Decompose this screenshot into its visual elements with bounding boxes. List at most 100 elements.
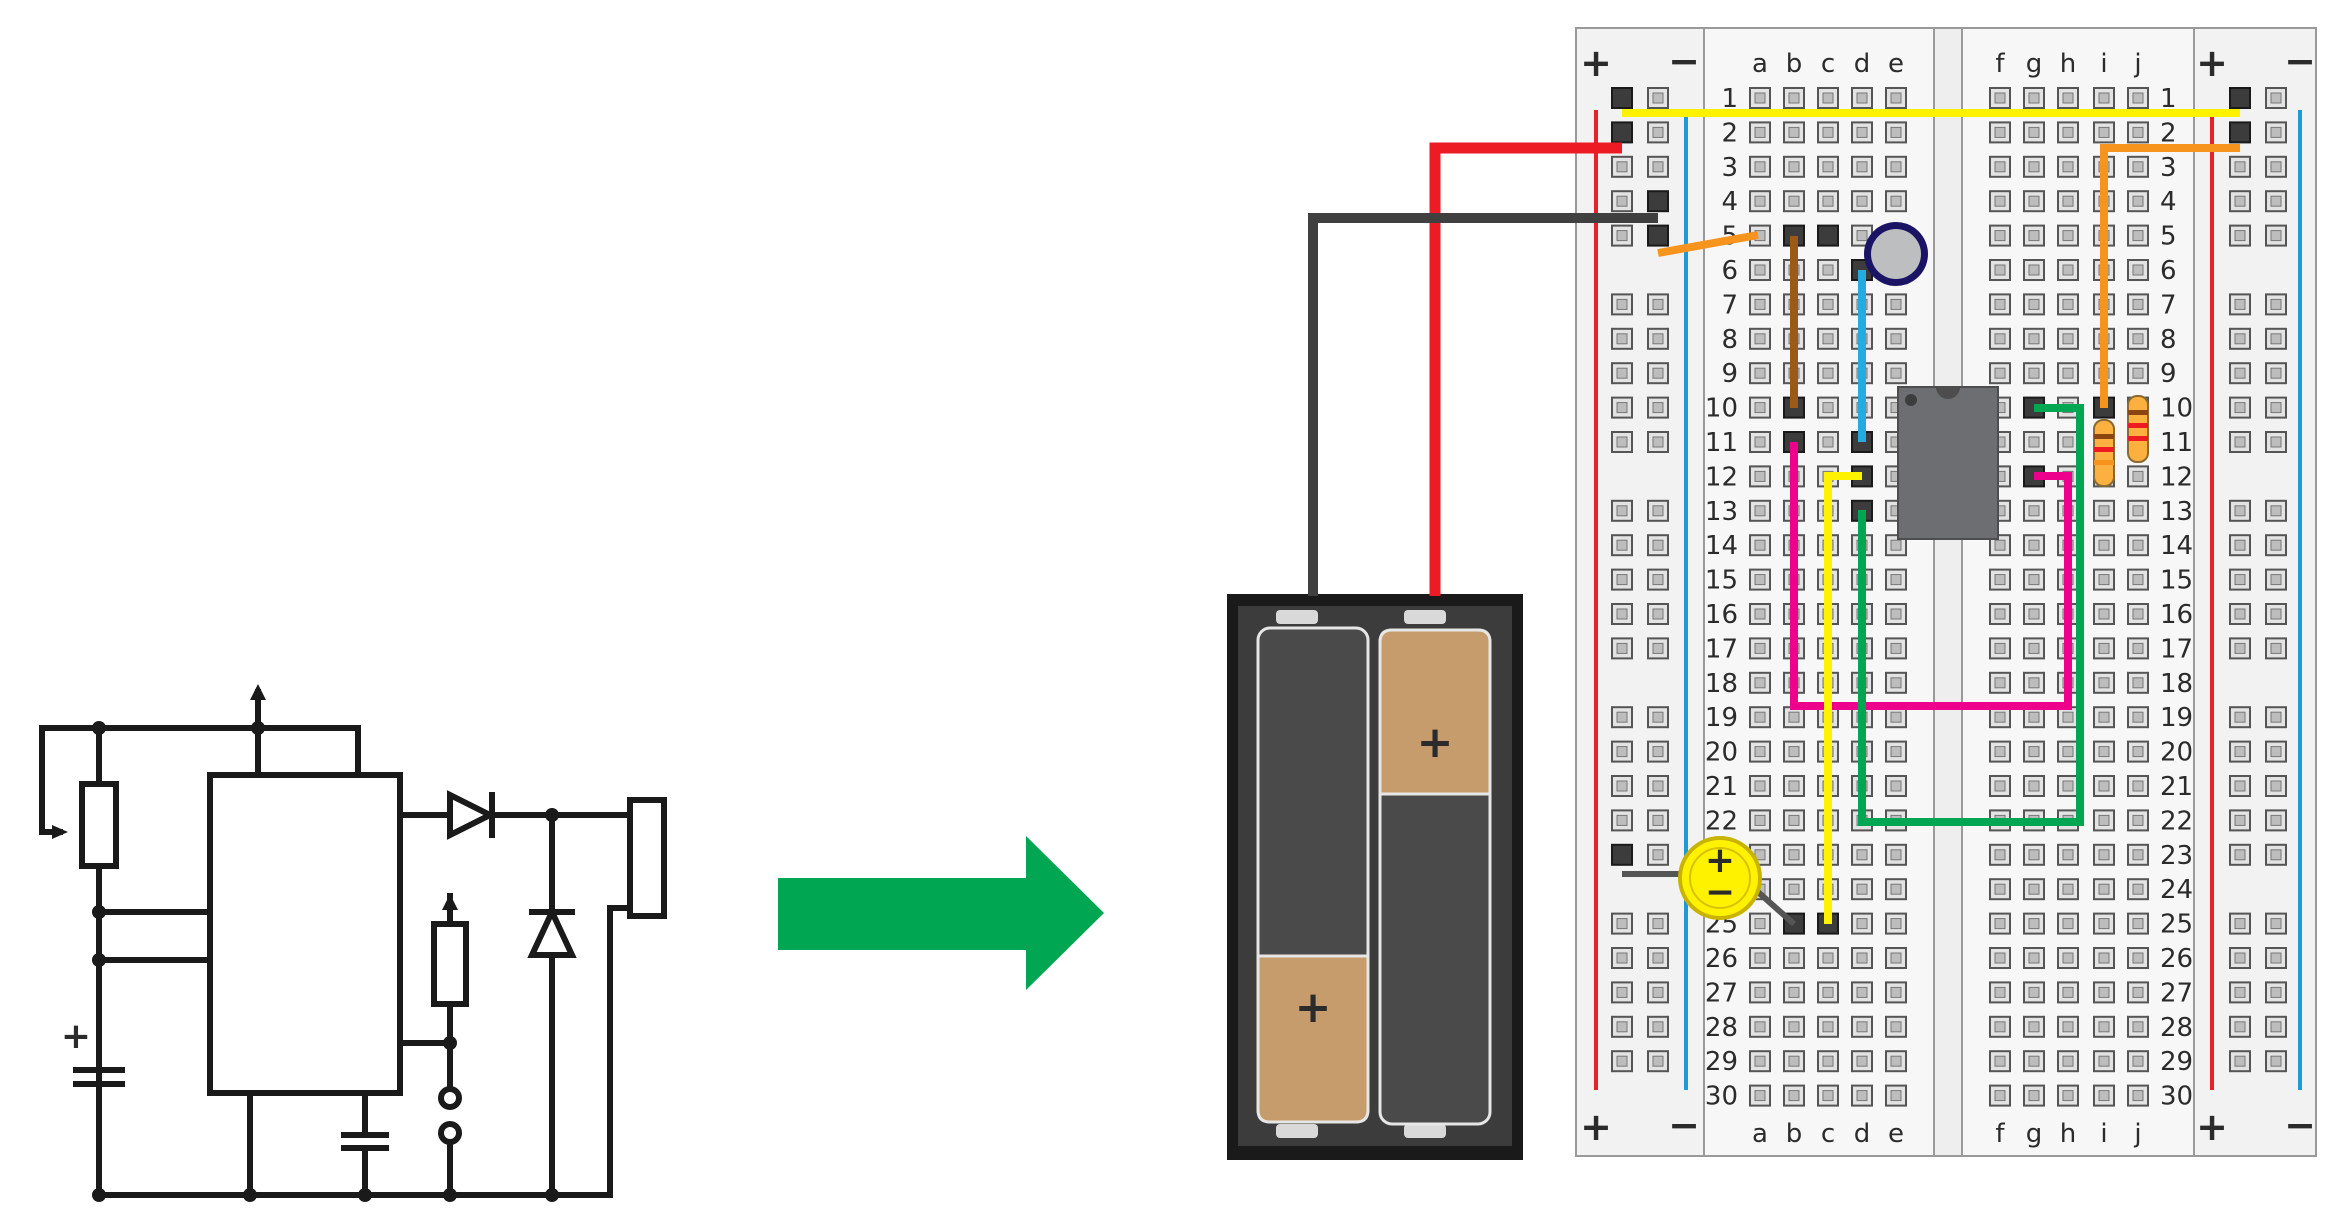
hole-g5 [2023,224,2045,247]
hole-g11 [2023,431,2045,453]
rail-hole-1-29 [1647,1050,1669,1073]
hole-j4 [2127,190,2149,213]
rail-hole-2-19 [2229,706,2251,729]
rail-hole-3-10 [2265,396,2287,419]
hole-a28 [1749,1015,1771,1038]
hole-d28 [1851,1015,1873,1038]
hole-d4 [1851,190,1873,213]
rail-hole-3-26 [2265,947,2287,969]
col-label-top-b: b [1786,49,1803,79]
hole-e30 [1885,1084,1907,1107]
rail-hole-3-9 [2265,362,2287,385]
hole-e9 [1885,362,1907,385]
hole-c5 [1817,224,1839,247]
rail-hole-2-7 [2229,293,2251,316]
hole-e17 [1885,637,1907,660]
row-label-right-5: 5 [2160,222,2177,252]
hole-g1 [2023,87,2045,109]
hole-g2 [2023,121,2045,144]
hole-b24 [1783,878,1805,901]
col-label-bottom-d: d [1854,1119,1871,1149]
hole-c1 [1817,87,1839,109]
schematic-cap-plus-label: + [61,1016,91,1057]
row-label-right-26: 26 [2160,944,2193,974]
rail-hole-0-21 [1611,775,1633,797]
rail-hole-2-23 [2229,843,2251,866]
hole-e24 [1885,878,1907,901]
hole-h20 [2057,740,2079,763]
rail-hole-2-27 [2229,981,2251,1004]
hole-h7 [2057,293,2079,316]
hole-d26 [1851,947,1873,969]
col-label-top-j: j [2133,49,2141,79]
rail-hole-2-15 [2229,568,2251,591]
hole-a26 [1749,947,1771,969]
hole-i27 [2093,981,2115,1004]
hole-f29 [1989,1050,2011,1073]
row-label-right-8: 8 [2160,325,2177,355]
hole-h2 [2057,121,2079,144]
hole-f30 [1989,1084,2011,1107]
hole-j22 [2127,809,2149,832]
hole-h25 [2057,912,2079,935]
hole-i20 [2093,740,2115,763]
rail-hole-1-7 [1647,293,1669,316]
hole-j12 [2127,465,2149,488]
row-label-left-3: 3 [1721,153,1738,183]
hole-c27 [1817,981,1839,1004]
rail-hole-2-17 [2229,637,2251,660]
row-label-right-28: 28 [2160,1013,2193,1043]
hole-a4 [1749,190,1771,213]
hole-i16 [2093,603,2115,625]
row-label-right-1: 1 [2160,84,2177,114]
hole-e16 [1885,603,1907,625]
rail-hole-0-3 [1611,155,1633,178]
rail-hole-0-2 [1611,121,1633,144]
row-label-right-29: 29 [2160,1047,2193,1077]
battery-pack: + + [1227,594,1523,1160]
rail-hole-2-14 [2229,534,2251,557]
hole-j23 [2127,843,2149,866]
hole-g6 [2023,259,2045,281]
battery-cell-1-plus: + [1295,982,1332,1033]
row-label-left-30: 30 [1705,1082,1738,1112]
hole-f6 [1989,259,2011,281]
hole-i14 [2093,534,2115,557]
hole-d1 [1851,87,1873,109]
row-label-left-28: 28 [1705,1013,1738,1043]
hole-a12 [1749,465,1771,488]
hole-j14 [2127,534,2149,557]
rail-hole-3-21 [2265,775,2287,797]
rail-hole-3-8 [2265,327,2287,350]
rail-hole-1-23 [1647,843,1669,866]
hole-e26 [1885,947,1907,969]
orange-jumper-left [1657,231,1759,257]
row-label-left-8: 8 [1721,325,1738,355]
hole-a18 [1749,671,1771,694]
rail-hole-2-16 [2229,603,2251,625]
col-label-top-d: d [1854,49,1871,79]
rail-hole-1-11 [1647,431,1669,453]
hole-g19 [2023,706,2045,729]
ic-chip [1897,386,1999,540]
hole-c2 [1817,121,1839,144]
hole-f25 [1989,912,2011,935]
rail-hole-2-22 [2229,809,2251,832]
hole-b26 [1783,947,1805,969]
hole-f19 [1989,706,2011,729]
hole-b2 [1783,121,1805,144]
rail-hole-0-15 [1611,568,1633,591]
hole-e3 [1885,155,1907,178]
rail-hole-2-21 [2229,775,2251,797]
hole-g14 [2023,534,2045,557]
wires [1308,109,2240,927]
hole-g15 [2023,568,2045,591]
rail-hole-3-28 [2265,1015,2287,1038]
row-label-left-11: 11 [1705,428,1738,458]
hole-b19 [1783,706,1805,729]
rail-hole-0-10 [1611,396,1633,419]
hole-h3 [2057,155,2079,178]
rail-hole-3-15 [2265,568,2287,591]
rail-hole-1-10 [1647,396,1669,419]
hole-f26 [1989,947,2011,969]
